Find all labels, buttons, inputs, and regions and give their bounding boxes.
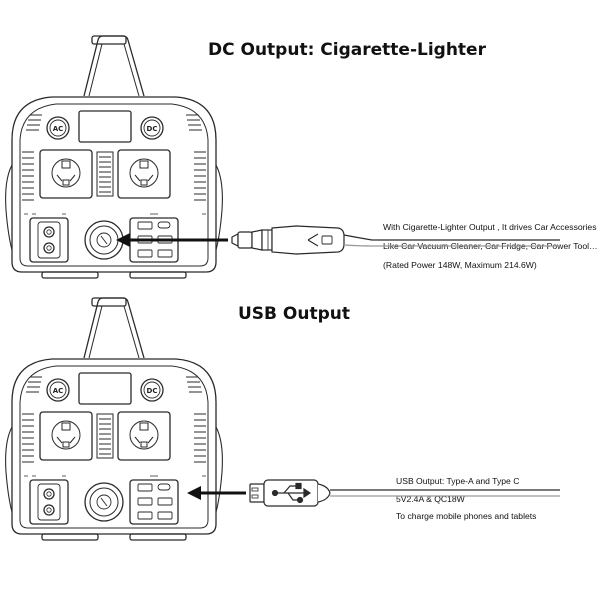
ac-button-label: AC — [53, 125, 64, 133]
ac-button-label: AC — [53, 387, 64, 395]
dc-button-label: DC — [147, 125, 158, 133]
dc-button-label: DC — [147, 387, 158, 395]
usb-output-description: USB Output: Type-A and Type C 5V2.4A & Q… — [396, 473, 536, 526]
usb-desc-line: USB Output: Type-A and Type C — [396, 476, 520, 486]
dc-desc-line: With Cigarette-Lighter Output , It drive… — [383, 222, 597, 232]
dc-output-title: DC Output: Cigarette-Lighter — [208, 40, 486, 60]
usb-desc-line: 5V2.4A & QC18W — [396, 493, 465, 504]
usb-cable-icon — [249, 479, 560, 507]
usb-symbol-icon — [271, 482, 312, 504]
arrow-left-icon — [116, 233, 228, 247]
dc-desc-line: (Rated Power 148W, Maximum 214.6W) — [383, 260, 537, 270]
power-station-top — [4, 35, 224, 279]
power-station-bottom — [4, 297, 224, 541]
car-charger-plug-icon — [231, 225, 560, 255]
usb-output-title: USB Output — [238, 304, 351, 324]
arrow-left-icon — [187, 486, 246, 500]
usb-desc-line: To charge mobile phones and tablets — [396, 511, 537, 521]
